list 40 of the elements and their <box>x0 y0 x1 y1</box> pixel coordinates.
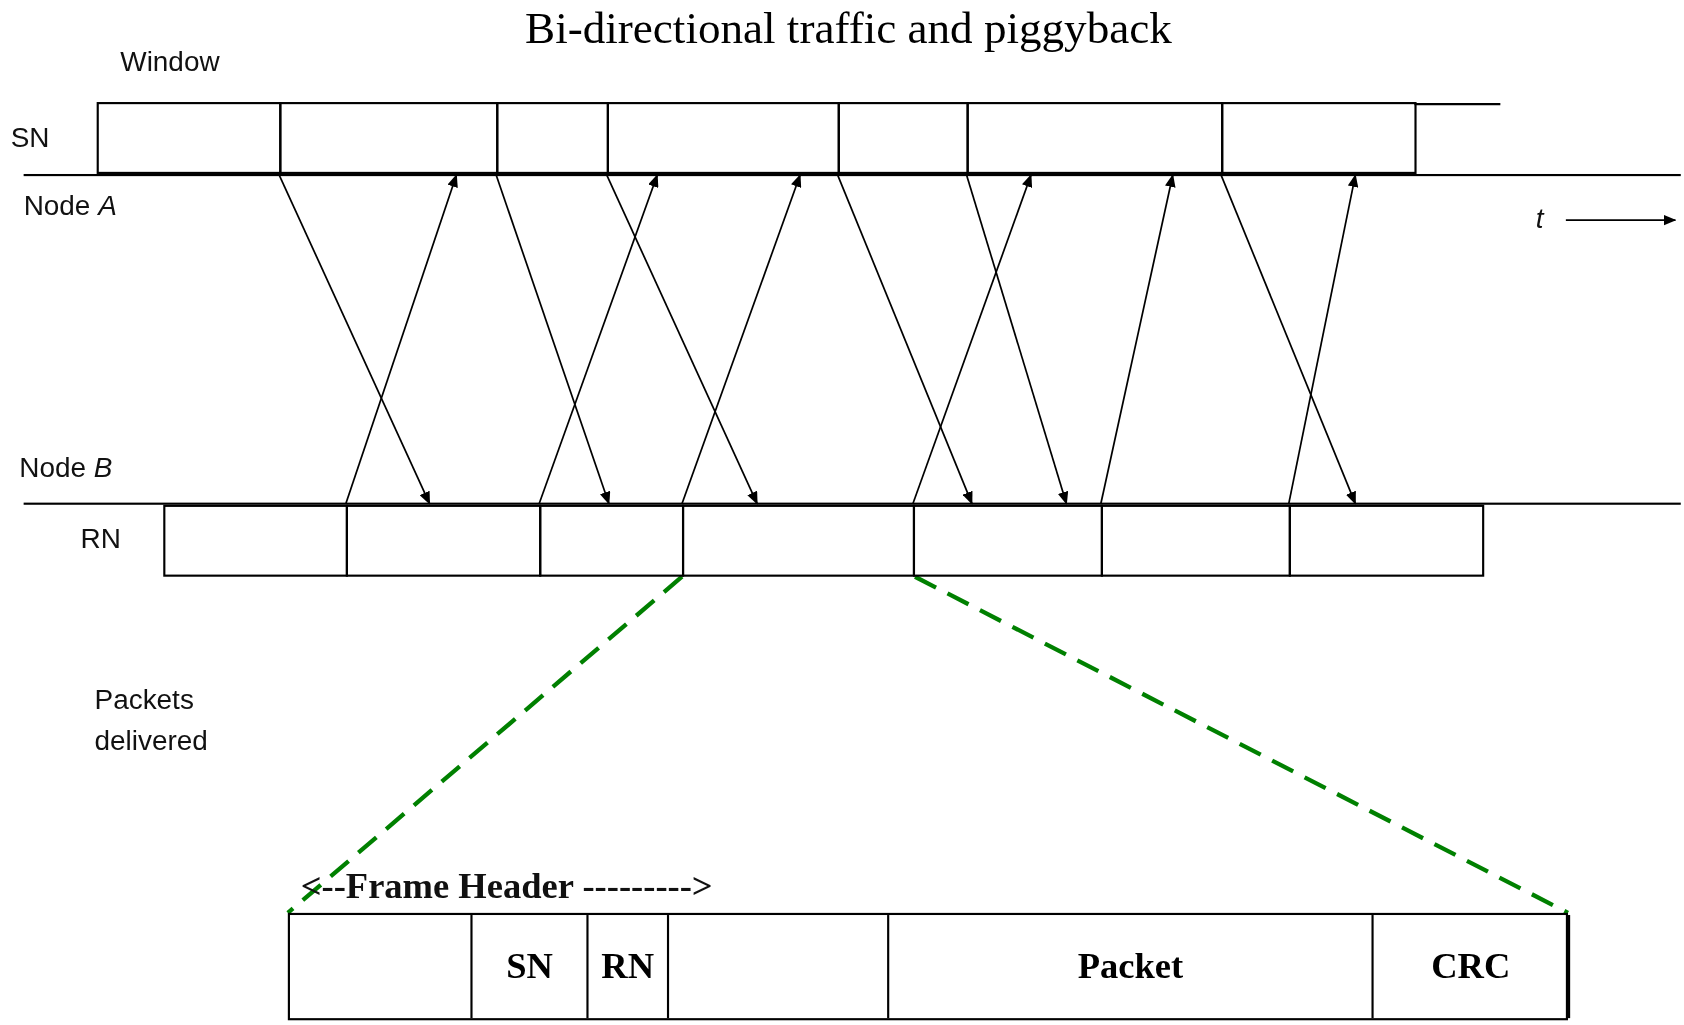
arrow <box>495 174 611 505</box>
arrow <box>836 174 973 505</box>
arrow <box>278 174 431 505</box>
window-slot <box>1288 504 1485 577</box>
window-slot <box>1221 102 1417 174</box>
arrow <box>538 174 659 505</box>
window-slot <box>1100 504 1291 577</box>
field-label: RN <box>601 946 655 987</box>
row-label: RN <box>80 521 121 556</box>
window-slot <box>163 504 348 577</box>
timeline-label: Node A <box>23 189 117 223</box>
window-slot <box>279 102 499 174</box>
arrow <box>1287 174 1359 505</box>
leader-line <box>914 574 1569 915</box>
field-label: CRC <box>1431 946 1511 987</box>
arrow <box>1220 174 1357 505</box>
arrow <box>965 174 1069 505</box>
window-slot <box>837 102 969 174</box>
diagram-title: Bi-directional traffic and piggyback <box>524 2 1173 54</box>
arrow <box>1099 174 1176 505</box>
timeline-label: Node B <box>19 451 113 485</box>
axis-label: t <box>1535 201 1544 236</box>
leader-line <box>286 575 684 915</box>
arrow <box>344 174 458 505</box>
window-slot <box>966 102 1224 174</box>
window-slot <box>606 102 840 174</box>
row-label: SN <box>10 121 50 155</box>
window-slot <box>912 504 1103 577</box>
header-label: <--Frame Header ---------> <box>300 865 713 907</box>
frame-box <box>287 912 1568 1021</box>
window-slot <box>345 504 542 577</box>
arrow <box>912 174 1033 505</box>
arrow <box>605 174 758 505</box>
note-text: Packets delivered <box>94 682 209 759</box>
arrow <box>681 174 802 505</box>
row-label: Window <box>120 45 220 79</box>
window-slot <box>496 102 609 174</box>
field-label: SN <box>506 946 553 987</box>
field-label: Packet <box>1077 946 1184 987</box>
window-slot <box>96 102 282 174</box>
